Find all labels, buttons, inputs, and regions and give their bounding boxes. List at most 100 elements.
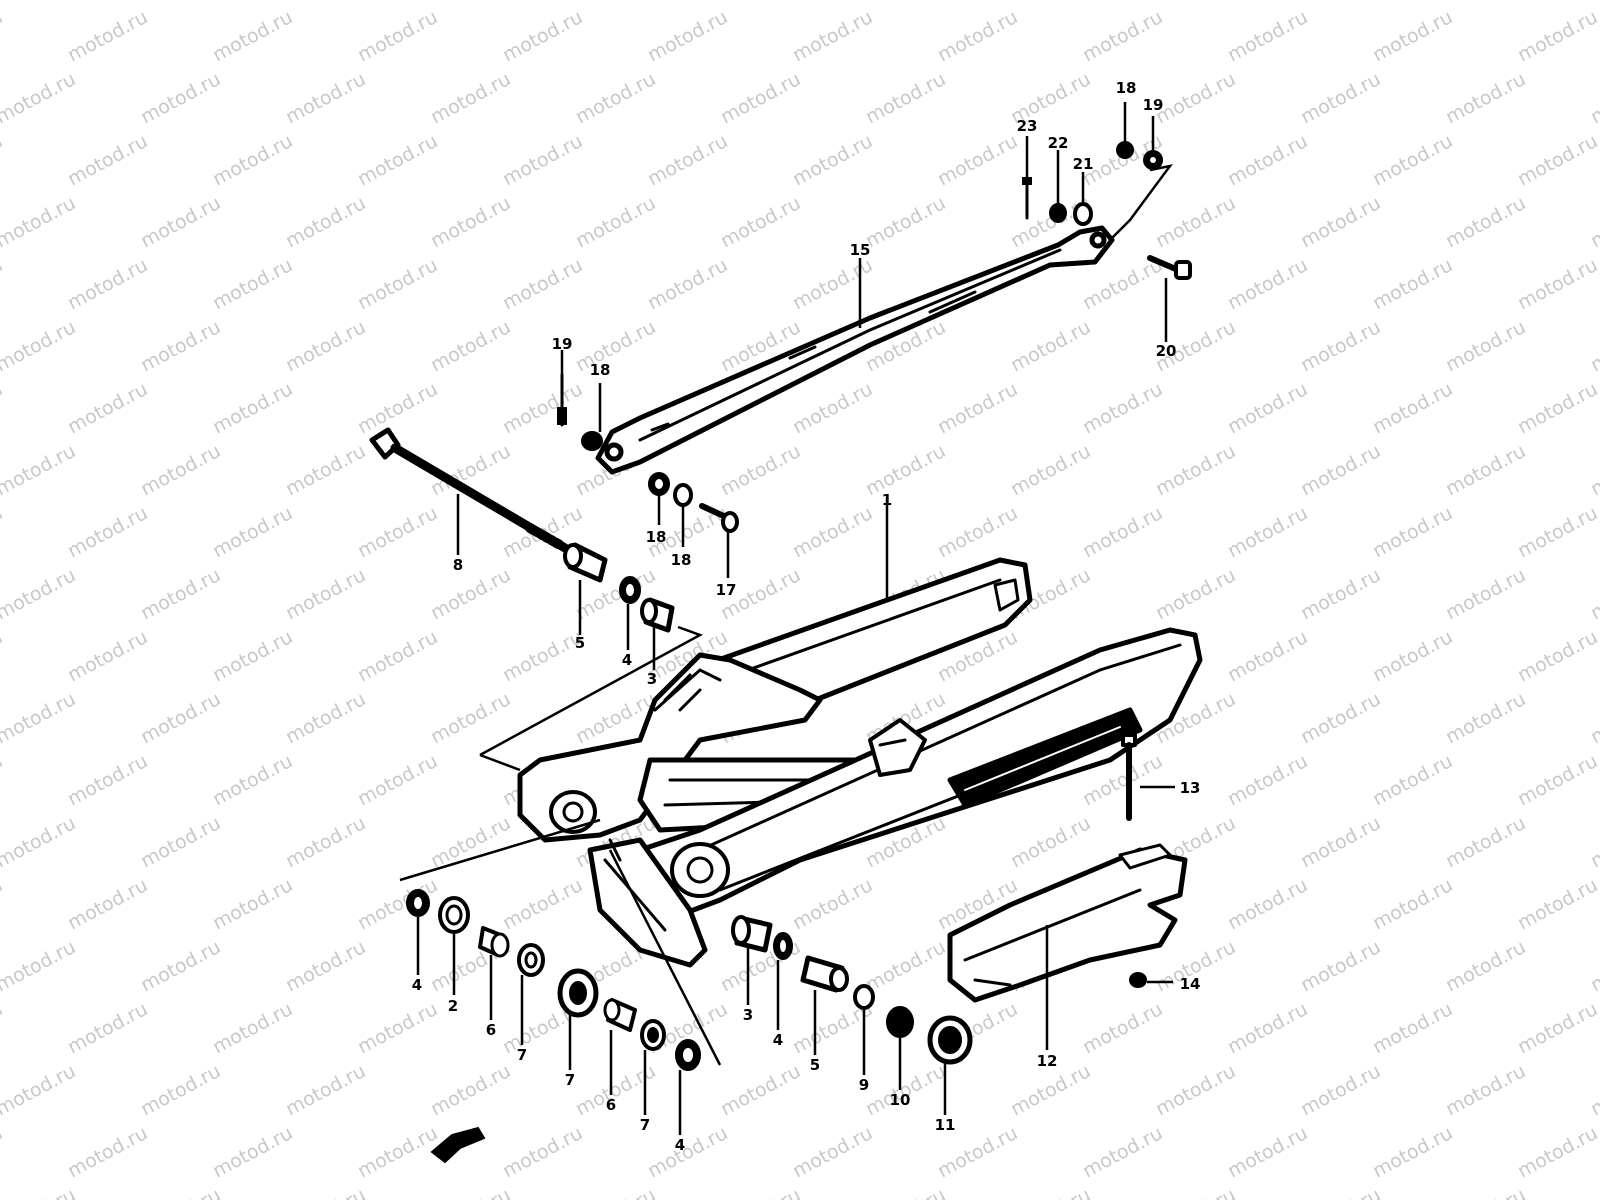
watermark-text: motod.ru xyxy=(934,6,1021,66)
watermark-text: motod.ru xyxy=(1442,564,1529,624)
watermark-text: motod.ru xyxy=(137,812,224,872)
watermark-text: motod.ru xyxy=(1587,564,1600,624)
watermark-text: motod.ru xyxy=(1224,378,1311,438)
spacer-part-5-lower xyxy=(800,955,849,993)
spacer-part-5-upper xyxy=(563,542,608,583)
watermark-text: motod.ru xyxy=(64,998,151,1058)
watermark-text: motod.ru xyxy=(1297,440,1384,500)
watermark-text: motod.ru xyxy=(717,68,804,128)
callout-11: 11 xyxy=(935,1116,956,1134)
watermark-text: motod.ru xyxy=(137,192,224,252)
nut-part-22 xyxy=(1049,203,1067,223)
watermark-text: motod.ru xyxy=(137,564,224,624)
watermark-text: motod.ru xyxy=(282,936,369,996)
seal-part-4-left xyxy=(406,889,430,917)
watermark-text: motod.ru xyxy=(427,68,514,128)
watermark-text: motod.ru xyxy=(572,0,659,4)
watermark-text: motod.ru xyxy=(1587,440,1600,500)
watermark-text: motod.ru xyxy=(1514,1122,1600,1182)
watermark-text: motod.ru xyxy=(1442,1184,1529,1200)
watermark-text: motod.ru xyxy=(1152,192,1239,252)
watermark-text: motod.ru xyxy=(0,130,6,190)
watermark-text: motod.ru xyxy=(0,626,6,686)
watermark-text: motod.ru xyxy=(427,688,514,748)
watermark-text: motod.ru xyxy=(1442,1060,1529,1120)
watermark-text: motod.ru xyxy=(64,130,151,190)
watermark-text: motod.ru xyxy=(1297,564,1384,624)
leader-lines xyxy=(416,102,1175,1135)
watermark-text: motod.ru xyxy=(64,750,151,810)
watermark-text: motod.ru xyxy=(427,0,514,4)
watermark-text: motod.ru xyxy=(499,874,586,934)
callout-14: 14 xyxy=(1180,975,1201,993)
cap-part-10 xyxy=(886,1006,914,1038)
watermark-text: motod.ru xyxy=(1297,812,1384,872)
watermark-text: motod.ru xyxy=(1079,6,1166,66)
bearing-part-3-lower xyxy=(731,915,773,953)
watermark-text: motod.ru xyxy=(934,502,1021,562)
callout-13: 13 xyxy=(1180,779,1201,797)
callout-22: 22 xyxy=(1048,134,1069,152)
callout-19-top: 19 xyxy=(1143,96,1164,114)
watermark-text: motod.ru xyxy=(499,254,586,314)
watermark-text: motod.ru xyxy=(1369,130,1456,190)
watermark-text: motod.ru xyxy=(644,254,731,314)
watermark-text: motod.ru xyxy=(354,998,441,1058)
watermark-text: motod.ru xyxy=(282,1184,369,1200)
watermark-text: motod.ru xyxy=(427,192,514,252)
watermark-text: motod.ru xyxy=(427,564,514,624)
watermark-text: motod.ru xyxy=(354,6,441,66)
watermark-text: motod.ru xyxy=(1297,316,1384,376)
watermark-text: motod.ru xyxy=(1514,502,1600,562)
watermark-text: motod.ru xyxy=(427,1184,514,1200)
callout-3-upper: 3 xyxy=(647,670,657,688)
swingarm-part-1 xyxy=(517,557,1203,968)
watermark-text: motod.ru xyxy=(1369,626,1456,686)
watermark-text: motod.ru xyxy=(0,1060,79,1120)
watermark-text: motod.ru xyxy=(1587,812,1600,872)
pivot-shaft-part-8 xyxy=(369,427,570,553)
watermark-text: motod.ru xyxy=(1587,316,1600,376)
watermark-text: motod.ru xyxy=(934,130,1021,190)
watermark-text: motod.ru xyxy=(137,440,224,500)
callout-23: 23 xyxy=(1017,117,1038,135)
watermark-text: motod.ru xyxy=(64,378,151,438)
chain-guide-part-12 xyxy=(947,843,1188,1003)
watermark-text: motod.ru xyxy=(789,502,876,562)
watermark-text: motod.ru xyxy=(1152,564,1239,624)
callout-12: 12 xyxy=(1037,1052,1058,1070)
callout-6-left: 6 xyxy=(486,1021,496,1039)
watermark-text: motod.ru xyxy=(1152,440,1239,500)
watermark-text: motod.ru xyxy=(789,254,876,314)
watermark-text: motod.ru xyxy=(862,936,949,996)
watermark-text: motod.ru xyxy=(789,378,876,438)
watermark-text: motod.ru xyxy=(1369,378,1456,438)
callout-1: 1 xyxy=(882,491,892,509)
watermark-text: motod.ru xyxy=(1369,750,1456,810)
watermark-text: motod.ru xyxy=(1224,874,1311,934)
watermark-text: motod.ru xyxy=(137,316,224,376)
watermark-text: motod.ru xyxy=(209,378,296,438)
callout-18-lower-a: 18 xyxy=(646,528,667,546)
watermark-text: motod.ru xyxy=(209,6,296,66)
cotter-pin-part-19-top xyxy=(1116,141,1134,159)
watermark-text: motod.ru xyxy=(1152,1060,1239,1120)
watermark-text: motod.ru xyxy=(1514,254,1600,314)
watermark-text: motod.ru xyxy=(862,68,949,128)
watermark-text: motod.ru xyxy=(644,6,731,66)
watermark-text: motod.ru xyxy=(0,1184,79,1200)
watermark-text: motod.ru xyxy=(717,1184,804,1200)
callout-21: 21 xyxy=(1073,155,1094,173)
watermark-text: motod.ru xyxy=(1442,68,1529,128)
callout-4-upper: 4 xyxy=(622,651,632,669)
watermark-text: motod.ru xyxy=(1224,626,1311,686)
watermark-text: motod.ru xyxy=(0,0,79,4)
callout-4-left: 4 xyxy=(412,976,422,994)
watermark-text: motod.ru xyxy=(1224,130,1311,190)
callout-5-lower: 5 xyxy=(810,1056,820,1074)
callout-labels: 23 22 21 18 19 15 20 19 18 18 18 17 8 1 … xyxy=(412,79,1201,1154)
watermark-text: motod.ru xyxy=(0,502,6,562)
cap-part-11 xyxy=(927,1015,973,1065)
watermark-text: motod.ru xyxy=(862,440,949,500)
